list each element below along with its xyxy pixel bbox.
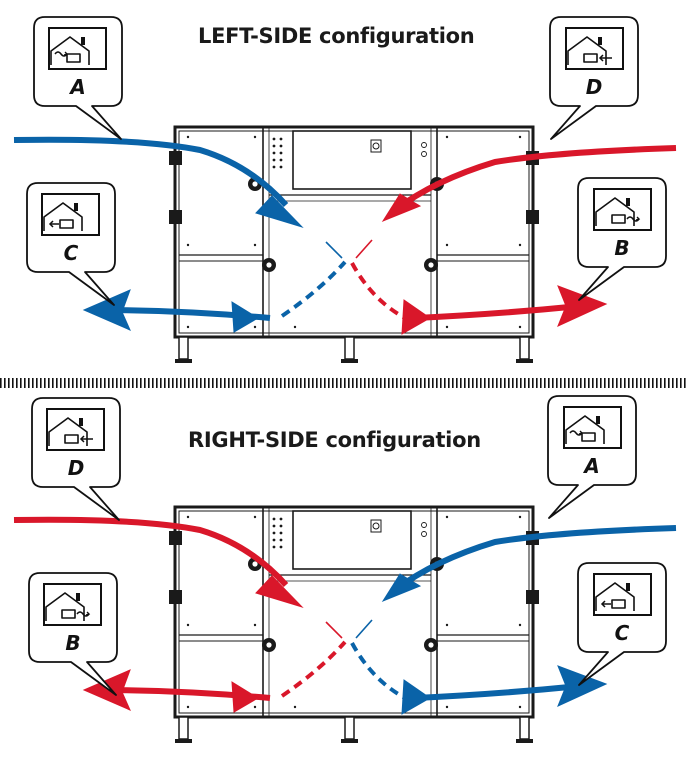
callout-c: C — [577, 562, 667, 686]
airflow-arrow-left-to-right — [13, 136, 347, 333]
callout-letter: C — [615, 621, 630, 645]
callout-letter: B — [614, 236, 629, 260]
right-side-config-panel: D A B C — [13, 395, 677, 745]
airflow-arrows — [13, 136, 677, 335]
callout-letter: B — [65, 631, 80, 655]
airflow-arrow-left-to-right — [13, 516, 347, 713]
airflow-arrows — [13, 516, 677, 715]
left-side-config-panel: A D C B — [13, 16, 677, 365]
right-side-config-title: RIGHT-SIDE configuration — [188, 428, 481, 452]
callout-c: C — [26, 182, 116, 306]
callout-letter: A — [68, 75, 85, 99]
airflow-arrow-right-to-left — [350, 145, 677, 335]
callout-letter: D — [586, 75, 603, 99]
callout-b: B — [577, 177, 667, 301]
callout-letter: A — [582, 454, 599, 478]
airflow-arrow-right-to-left — [350, 525, 677, 715]
left-side-config-title: LEFT-SIDE configuration — [198, 24, 475, 48]
callout-letter: C — [64, 241, 79, 265]
callout-d: D — [549, 16, 639, 140]
callout-a: A — [547, 395, 637, 519]
callout-b: B — [28, 572, 118, 696]
callout-d: D — [31, 397, 121, 521]
callout-a: A — [33, 16, 123, 140]
callout-letter: D — [68, 456, 85, 480]
